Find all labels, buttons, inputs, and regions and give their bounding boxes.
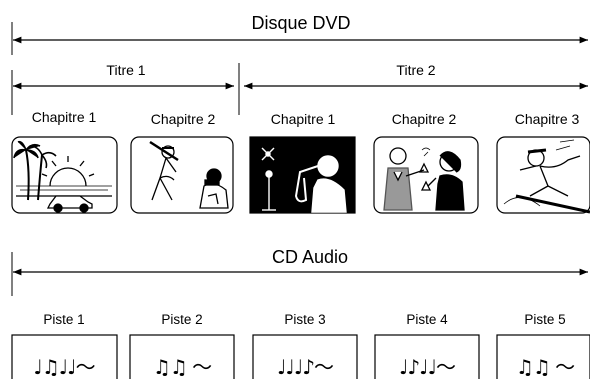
saxophone-singer-icon [261, 147, 347, 213]
palm-sunset-car-icon [13, 140, 112, 213]
chapter-box-4 [373, 136, 479, 214]
track-box-4 [374, 334, 480, 379]
music-notes-icon: ♫♫ 〜 [152, 355, 212, 379]
track-label-1: Piste 1 [43, 312, 85, 327]
track-box-5 [496, 334, 590, 379]
chapter-label-4: Chapitre 2 [391, 111, 457, 127]
track-label-2: Piste 2 [161, 312, 203, 327]
music-notes-icon: ♩♪♩♩〜 [398, 355, 456, 379]
music-notes-icon: ♫♫ 〜 [515, 355, 575, 379]
track-label-3: Piste 3 [284, 312, 326, 327]
chapter-label-1: Chapitre 1 [31, 109, 97, 125]
chapter-box-5 [496, 136, 590, 214]
title1-label: Titre 1 [102, 63, 150, 77]
music-notes-icon: ♩♩♩♪〜 [276, 355, 334, 379]
cd-label: CD Audio [265, 248, 355, 266]
track-box-3 [252, 334, 358, 379]
chapter-box-1 [11, 136, 118, 214]
track-box-2 [129, 334, 235, 379]
chapter-label-5: Chapitre 3 [514, 111, 580, 127]
snowboarder-icon [503, 139, 590, 214]
chapter-box-3 [249, 136, 356, 214]
title2-label: Titre 2 [392, 63, 440, 77]
track-box-1 [11, 334, 118, 379]
chapter-label-2: Chapitre 2 [150, 111, 216, 127]
couple-toast-icon [383, 147, 465, 211]
music-notes-icon: ♩♫♩♩〜 [33, 355, 95, 379]
dvd-label: Disque DVD [245, 14, 357, 32]
track-label-4: Piste 4 [406, 312, 448, 327]
chapter-label-3: Chapitre 1 [270, 111, 336, 127]
track-label-5: Piste 5 [524, 312, 566, 327]
baseball-players-icon [149, 140, 229, 209]
chapter-box-2 [130, 136, 234, 214]
